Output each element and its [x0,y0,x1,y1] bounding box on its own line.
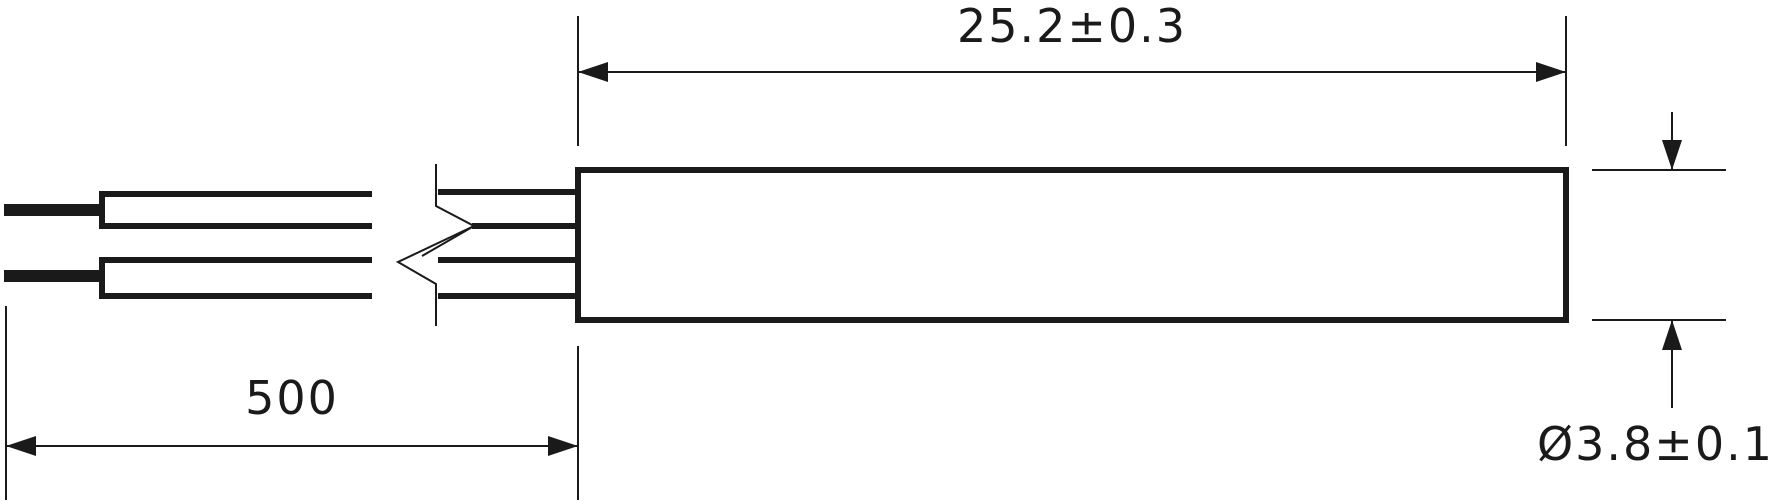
extension-lines [5,16,1726,500]
break-symbol [395,164,477,326]
lead-wires [4,189,578,299]
lead-length-label: 500 [245,371,339,425]
lead-sleeve-upper [99,191,372,229]
break-line [395,164,477,326]
lead-sleeve-lower [99,257,372,299]
body-length-label: 25.2±0.3 [957,0,1187,53]
sensor-body [575,167,1569,323]
break-line-inner [421,225,475,257]
diameter-label: Ø3.8±0.1 [1537,417,1774,471]
dimension-lines [6,62,1682,456]
